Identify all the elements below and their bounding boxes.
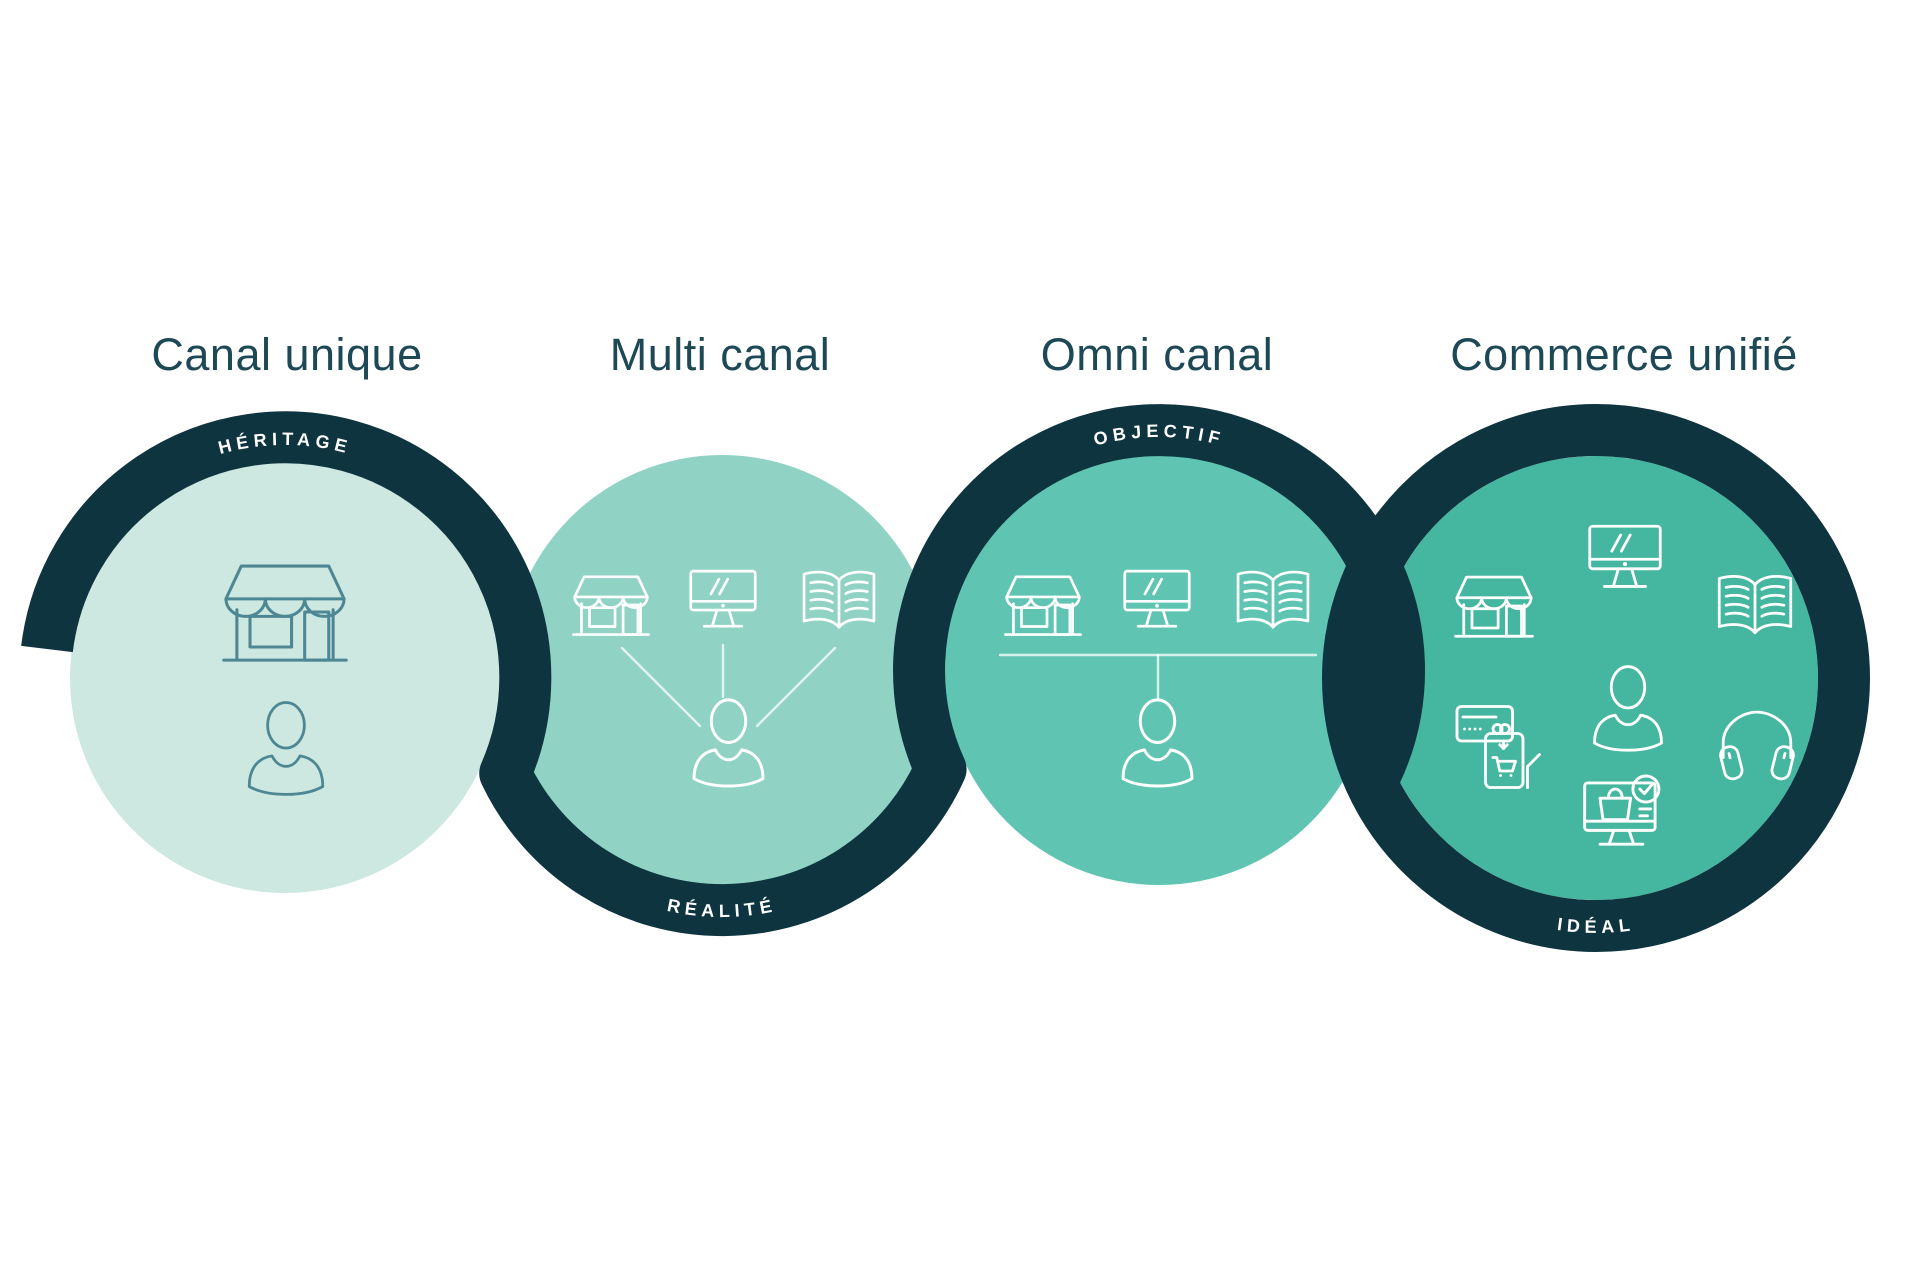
stage-multi-canal-icons (572, 569, 876, 788)
stage-circles (70, 455, 1818, 900)
unified-ring (1322, 404, 1870, 952)
s-curve-band (21, 404, 1425, 937)
title-commerce-unifie: Commerce unifié (1450, 329, 1798, 380)
band-labels: HÉRITAGE RÉALITÉ OBJECTIF IDÉAL (216, 421, 1636, 937)
band-label-ideal: IDÉAL (1556, 914, 1636, 937)
stage-titles: Canal unique Multi canal Omni canal Comm… (151, 329, 1797, 380)
title-omni-canal: Omni canal (1041, 329, 1274, 380)
title-multi-canal: Multi canal (610, 329, 831, 380)
stage-omni-canal-icons (998, 569, 1318, 788)
connector-band (21, 404, 1870, 952)
circle-commerce-unifie (1374, 456, 1818, 900)
band-label-ideal-text: IDÉAL (1556, 914, 1631, 937)
circle-canal-unique (70, 463, 500, 893)
channel-link-line (755, 646, 837, 728)
channel-link-line (620, 646, 702, 728)
title-canal-unique: Canal unique (151, 329, 422, 380)
